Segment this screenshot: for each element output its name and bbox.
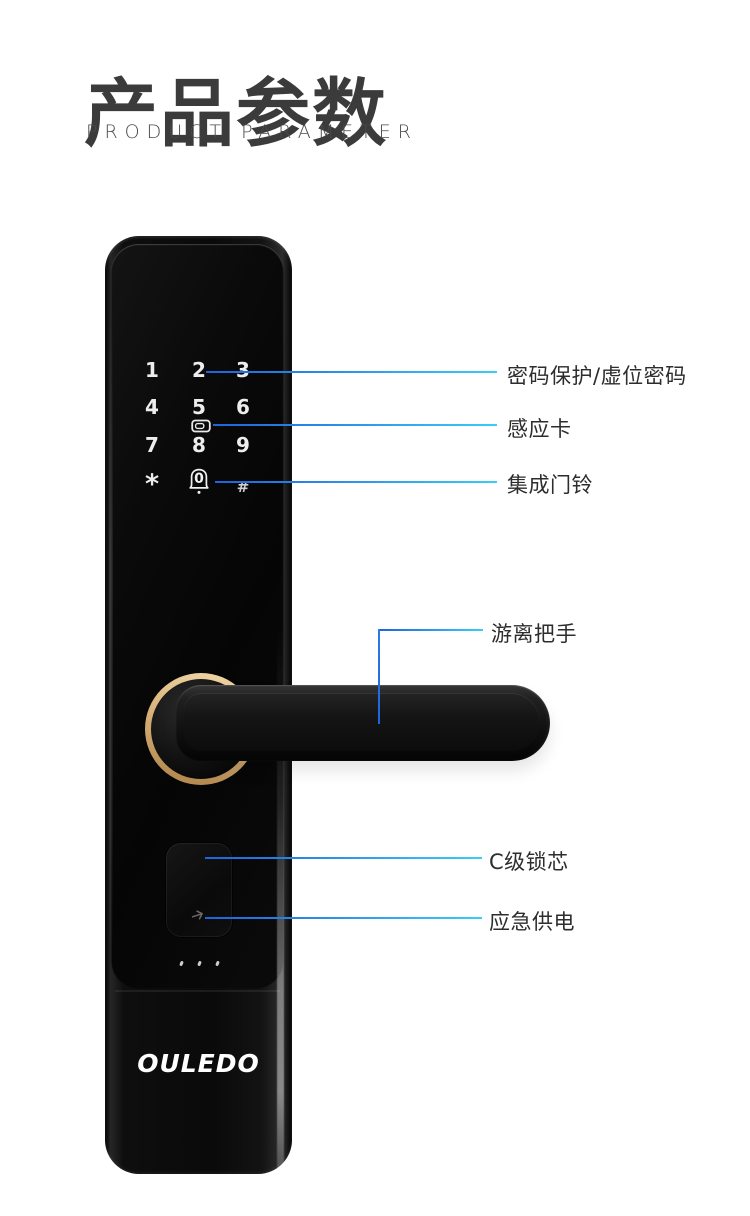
keypad-key-hash: # — [236, 478, 250, 496]
keypad-key-8: 8 — [192, 433, 206, 457]
annotation-password: 密码保护/虚位密码 — [507, 364, 687, 388]
handle-face — [184, 693, 540, 751]
panel-seam — [115, 990, 280, 992]
annotation-doorbell: 集成门铃 — [507, 473, 593, 497]
keypad-key-1: 1 — [145, 358, 159, 382]
keypad-key-7: 7 — [145, 433, 159, 457]
body-highlight-left — [109, 316, 113, 956]
body-highlight-right — [277, 616, 284, 1216]
leader-line-cylinder — [205, 857, 482, 859]
annotation-card: 感应卡 — [507, 417, 572, 441]
keypad-key-4: 4 — [145, 395, 159, 419]
leader-line-doorbell — [215, 481, 497, 483]
rfid-card-icon — [191, 419, 211, 433]
keypad-key-0: 0 — [194, 471, 204, 487]
keypad-key-star: * — [144, 469, 160, 500]
annotation-power: 应急供电 — [489, 910, 575, 934]
brand-logo: OULEDO — [137, 1049, 260, 1078]
leader-line-card — [213, 424, 497, 426]
keypad-key-2: 2 — [192, 358, 206, 382]
leader-line-handle-horizontal — [378, 629, 483, 631]
keypad-key-5: 5 — [192, 395, 206, 419]
page-title: 产品参数 — [84, 70, 388, 157]
door-handle — [176, 685, 550, 761]
slide-arrow-icon — [191, 910, 203, 920]
page-subtitle: PRODUCT PARAMETER — [86, 121, 418, 143]
keypad-key-9: 9 — [236, 433, 250, 457]
leader-line-handle-vertical — [378, 629, 380, 724]
annotation-handle: 游离把手 — [491, 622, 577, 646]
annotation-cylinder: C级锁芯 — [489, 850, 569, 874]
leader-line-power — [205, 917, 482, 919]
keypad-key-6: 6 — [236, 395, 250, 419]
leader-line-password — [206, 371, 497, 373]
doorbell-icon — [189, 468, 209, 494]
keypad-key-3: 3 — [236, 358, 250, 382]
